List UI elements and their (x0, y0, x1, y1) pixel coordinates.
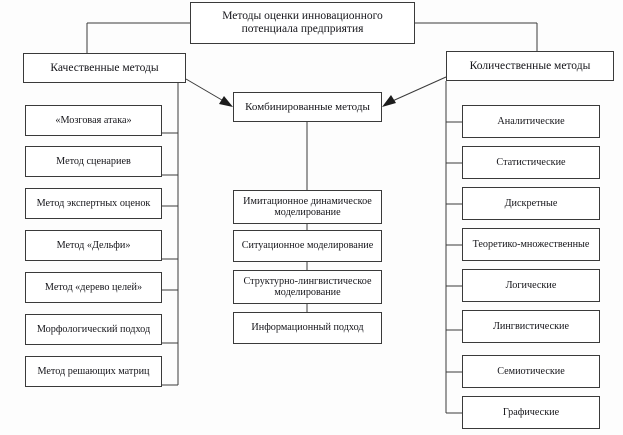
qualitative-method-7-label: Метод решающих матриц (37, 365, 150, 377)
arrowhead-quantitative-to-combined (382, 95, 396, 107)
branch-qualitative-label: Качественные методы (50, 61, 159, 74)
qualitative-method-3-label: Метод экспертных оценок (36, 197, 151, 209)
qualitative-method-2[interactable]: Метод сценариев (25, 146, 162, 177)
quantitative-method-1[interactable]: Аналитические (462, 105, 600, 138)
quantitative-method-6-label: Лингвистические (492, 320, 570, 332)
combined-method-4[interactable]: Информационный подход (233, 312, 382, 344)
qualitative-method-3[interactable]: Метод экспертных оценок (25, 188, 162, 219)
quantitative-method-3[interactable]: Дискретные (462, 187, 600, 220)
quantitative-method-6[interactable]: Лингвистические (462, 310, 600, 343)
qualitative-method-5-label: Метод «дерево целей» (44, 281, 143, 293)
quantitative-method-2[interactable]: Статистические (462, 146, 600, 179)
branch-combined[interactable]: Комбинированные методы (233, 92, 382, 122)
qualitative-method-4-label: Метод «Дельфи» (56, 239, 131, 251)
qualitative-method-2-label: Метод сценариев (56, 155, 131, 167)
quantitative-method-8[interactable]: Графические (462, 396, 600, 429)
combined-method-3[interactable]: Структурно-лингвистическое моделирование (233, 270, 382, 304)
quantitative-method-3-label: Дискретные (504, 197, 558, 209)
branch-quantitative-label: Количественные методы (469, 59, 591, 72)
connector-quantitative-to-combined (387, 76, 447, 104)
quantitative-method-8-label: Графические (502, 406, 560, 418)
qualitative-method-1[interactable]: «Мозговая атака» (25, 105, 162, 136)
combined-method-3-label: Структурно-лингвистическое моделирование (243, 275, 372, 298)
quantitative-method-1-label: Аналитические (497, 115, 565, 127)
root-node-label: Методы оценки инновационного потенциала … (222, 10, 383, 35)
combined-method-1[interactable]: Имитационное динамическое моделирование (233, 190, 382, 224)
combined-method-1-label: Имитационное динамическое моделирование (243, 195, 372, 218)
connector-qualitative-to-combined (185, 78, 228, 104)
branch-qualitative[interactable]: Качественные методы (23, 53, 186, 83)
quantitative-method-7-label: Семиотические (497, 365, 565, 377)
quantitative-method-4[interactable]: Теоретико-множественные (462, 228, 600, 261)
combined-method-4-label: Информационный подход (251, 322, 364, 334)
quantitative-method-5-label: Логические (505, 279, 557, 291)
arrowhead-qualitative-to-combined (219, 96, 233, 107)
quantitative-method-2-label: Статистические (496, 156, 566, 168)
qualitative-method-5[interactable]: Метод «дерево целей» (25, 272, 162, 303)
qualitative-method-4[interactable]: Метод «Дельфи» (25, 230, 162, 261)
qualitative-method-1-label: «Мозговая атака» (55, 114, 132, 126)
branch-combined-label: Комбинированные методы (245, 100, 370, 113)
quantitative-method-5[interactable]: Логические (462, 269, 600, 302)
branch-quantitative[interactable]: Количественные методы (446, 51, 614, 81)
qualitative-method-6[interactable]: Морфологический подход (25, 314, 162, 345)
combined-method-2-label: Ситуационное моделирование (241, 240, 374, 252)
qualitative-method-7[interactable]: Метод решающих матриц (25, 356, 162, 387)
root-node[interactable]: Методы оценки инновационного потенциала … (190, 2, 415, 44)
quantitative-method-4-label: Теоретико-множественные (472, 238, 590, 250)
qualitative-method-6-label: Морфологический подход (36, 323, 151, 335)
combined-method-2[interactable]: Ситуационное моделирование (233, 230, 382, 262)
quantitative-method-7[interactable]: Семиотические (462, 355, 600, 388)
